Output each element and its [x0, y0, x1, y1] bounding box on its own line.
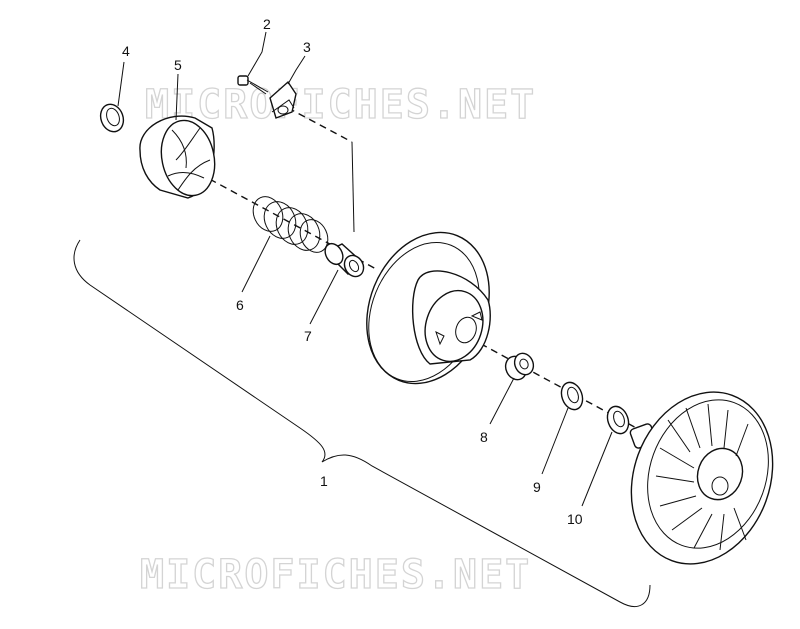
part-washer [560, 381, 584, 411]
leader-9 [541, 407, 569, 475]
leader-6 [241, 235, 271, 293]
callout-9: 9 [533, 479, 541, 495]
callout-3: 3 [303, 39, 311, 55]
callout-1: 1 [320, 473, 328, 489]
axis-pin [287, 107, 353, 143]
callout-4: 4 [122, 43, 130, 59]
part-spring [252, 196, 329, 253]
part-cam-spider [139, 115, 216, 199]
part-clamp-block [269, 80, 297, 119]
part-bearing [504, 352, 535, 381]
callout-10: 10 [567, 511, 583, 527]
callout-8: 8 [480, 429, 488, 445]
callout-6: 6 [236, 297, 244, 313]
watermark-bottom: MICROFICHES.NET [140, 552, 531, 598]
leader-7 [309, 269, 339, 325]
part-stationary-sheave [366, 231, 491, 385]
leader-2 [247, 31, 267, 77]
callout-5: 5 [174, 57, 182, 73]
part-screw [237, 75, 269, 95]
leader-5 [175, 73, 179, 121]
callout-2: 2 [263, 16, 271, 32]
leader-3 [287, 55, 306, 85]
leader-10 [581, 431, 613, 507]
part-shim-washer [606, 405, 630, 435]
leader-4 [117, 61, 125, 107]
watermark-top: MICROFICHES.NET [145, 82, 536, 128]
assembly-bracket [73, 239, 651, 607]
callout-7: 7 [304, 328, 312, 344]
part-snap-ring [99, 103, 125, 133]
part-bushing [324, 242, 365, 278]
axis-pin-elbow [351, 141, 355, 233]
part-movable-sheave [629, 391, 774, 565]
leader-8 [489, 377, 515, 425]
